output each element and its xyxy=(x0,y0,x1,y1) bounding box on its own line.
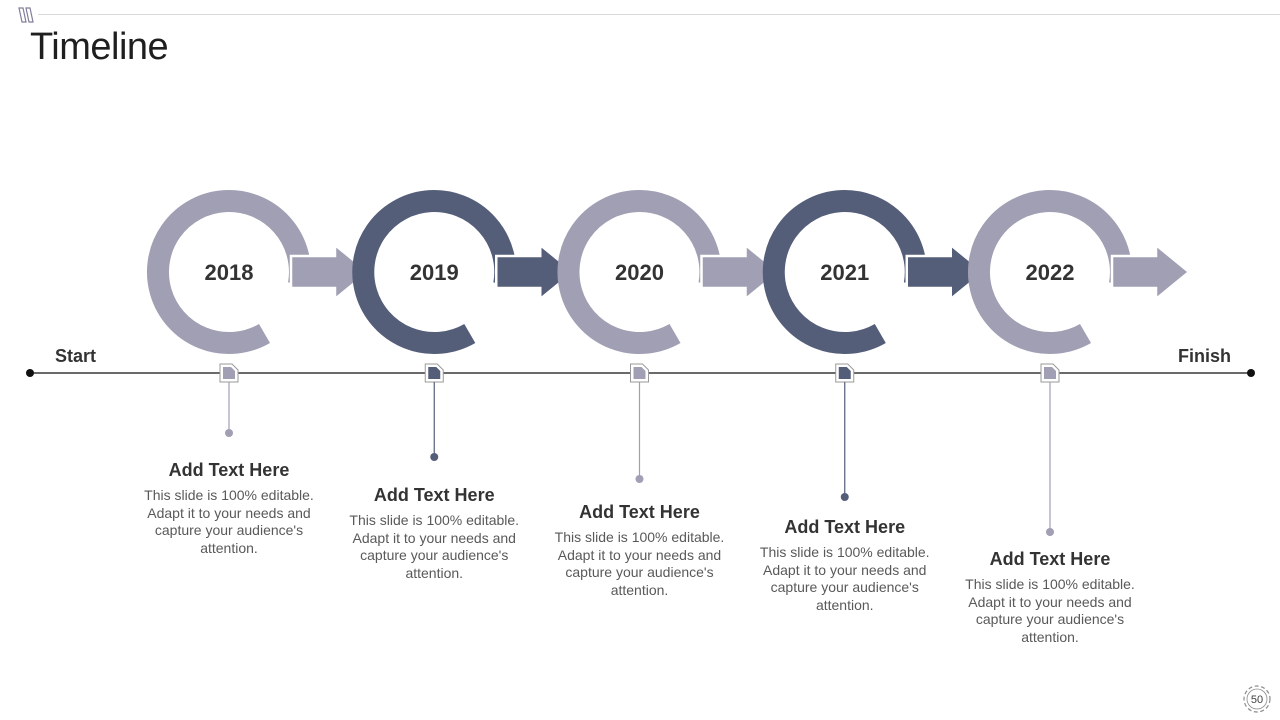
milestone-dot xyxy=(225,429,233,437)
milestone-description: This slide is 100% editable. Adapt it to… xyxy=(349,512,520,581)
milestone-description: This slide is 100% editable. Adapt it to… xyxy=(554,529,725,598)
milestone-ring xyxy=(968,190,1132,354)
milestone-heading: Add Text Here xyxy=(784,517,906,537)
milestone-heading: Add Text Here xyxy=(579,502,700,522)
page-number: 50 xyxy=(1251,694,1263,706)
milestone-year: 2022 xyxy=(1026,260,1075,285)
page-number-badge: 50 xyxy=(1243,685,1271,713)
milestone-dot xyxy=(840,493,849,501)
start-label: Start xyxy=(55,346,96,366)
milestone-description: This slide is 100% editable. Adapt it to… xyxy=(144,487,314,556)
milestone-arrow xyxy=(905,242,986,302)
milestone-description: This slide is 100% editable. Adapt it to… xyxy=(965,576,1135,645)
milestone-arrow xyxy=(1110,242,1191,302)
milestone-dot xyxy=(1046,528,1054,536)
milestone-ring xyxy=(147,190,311,354)
axis-end-dot xyxy=(1247,369,1255,377)
milestone-year: 2019 xyxy=(410,260,459,285)
milestone-arrow xyxy=(700,242,781,302)
milestone-dot xyxy=(430,453,439,461)
milestone-arrow xyxy=(289,242,370,302)
milestone-2019: 2019 xyxy=(352,190,576,461)
milestone-year: 2021 xyxy=(820,260,869,285)
milestone-description: This slide is 100% editable. Adapt it to… xyxy=(759,544,930,613)
milestone-ring xyxy=(352,190,517,354)
page-title: Timeline xyxy=(30,26,169,68)
milestone-heading: Add Text Here xyxy=(989,549,1111,569)
milestone-2022: 2022 xyxy=(968,190,1191,536)
milestone-2020: 2020 xyxy=(557,190,781,483)
milestone-dot xyxy=(635,475,644,483)
milestone-arrow xyxy=(495,242,576,302)
top-rule xyxy=(38,14,1280,15)
milestone-year: 2018 xyxy=(205,260,254,285)
milestone-ring xyxy=(762,190,927,354)
slide-logo-icon xyxy=(18,7,34,23)
milestone-heading: Add Text Here xyxy=(168,460,290,480)
milestone-year: 2020 xyxy=(615,260,664,285)
milestone-ring xyxy=(557,190,722,354)
milestone-2018: 2018 xyxy=(147,190,370,437)
finish-label: Finish xyxy=(1178,346,1231,366)
axis-start-dot xyxy=(26,369,34,377)
milestone-2021: 2021 xyxy=(762,190,986,501)
milestone-heading: Add Text Here xyxy=(373,485,495,505)
